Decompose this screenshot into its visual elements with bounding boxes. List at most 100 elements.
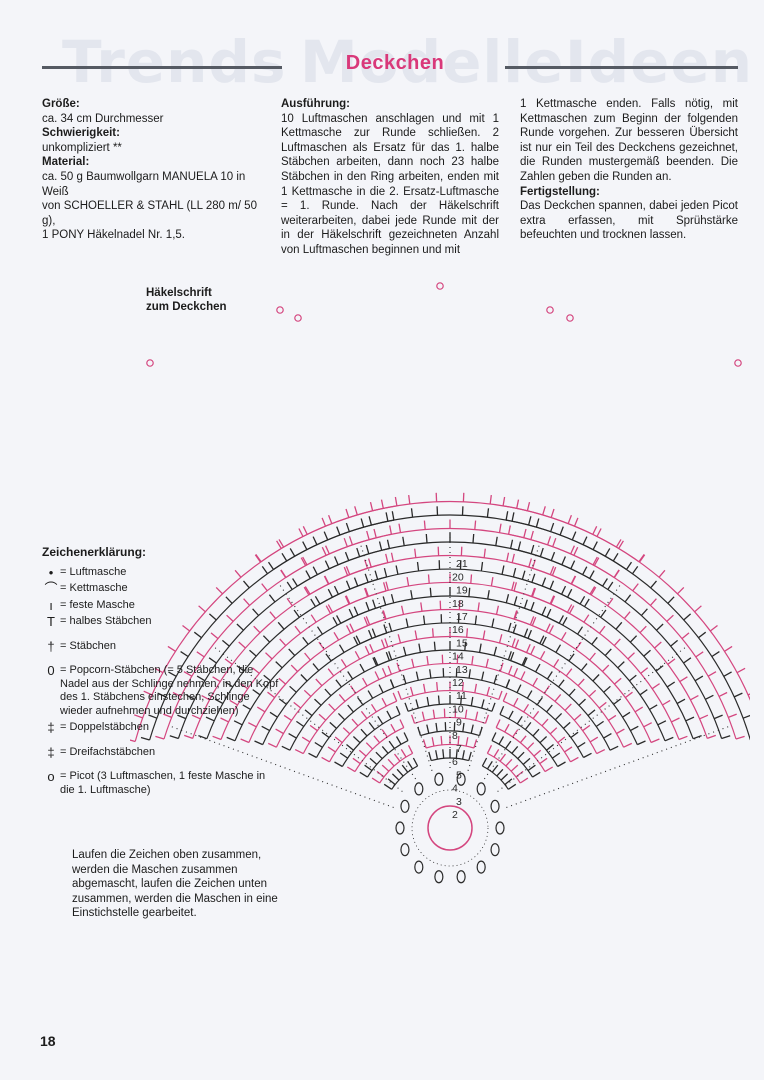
stitch-mark [385, 651, 391, 661]
stitch-mark [571, 575, 577, 585]
stitch-mark [294, 625, 302, 634]
stitch-mark [253, 625, 261, 634]
stitch-mark [649, 704, 658, 711]
stitch-mark [212, 676, 221, 683]
stitch-mark [325, 605, 332, 614]
stitch-mark [692, 734, 702, 740]
stitch-mark [677, 586, 685, 595]
instructions-column: Ausführung: 10 Luftmaschen anschlagen un… [281, 97, 499, 258]
stitch-mark [539, 547, 544, 557]
stitch-mark [523, 628, 529, 638]
stitch-mark [265, 652, 273, 660]
stitch-row [385, 662, 515, 677]
stitch-note: Laufen die Zeichen oben zusammen, werden… [72, 849, 278, 920]
stitch-mark [471, 655, 474, 666]
stitch-mark [747, 693, 750, 696]
stitch-mark [567, 514, 573, 524]
stitch-mark [177, 714, 187, 720]
stitch-mark [502, 496, 506, 506]
stitch-mark [318, 641, 325, 650]
stitch-mark [470, 574, 473, 584]
stitch-mark [541, 577, 547, 587]
stitch-mark [363, 587, 369, 597]
stitch-mark [509, 539, 514, 549]
finishing-heading: Fertigstellung: [520, 185, 600, 198]
stitch-mark [221, 639, 230, 647]
stitch-mark [495, 605, 500, 615]
stitch-mark [523, 528, 527, 538]
stitch-mark [300, 557, 307, 566]
stitch-mark [278, 539, 285, 548]
stitch-mark [655, 665, 664, 672]
legend-item-picot: o = Picot (3 Luftmaschen, 1 feste Masche … [42, 770, 282, 797]
stitch-mark [191, 714, 201, 720]
stitch-mark [303, 689, 312, 697]
stitch-mark [491, 702, 496, 712]
stitch-mark [468, 751, 472, 761]
stitch-mark [364, 587, 370, 597]
stitch-mark [507, 651, 512, 661]
stitch-mark [543, 685, 550, 694]
stitch-mark [509, 651, 515, 661]
stitch-mark [210, 632, 219, 640]
stitch-mark [522, 657, 528, 667]
stitch-mark [510, 764, 519, 772]
material-line: von SCHOELLER & STAHL (LL 280 m/ 50 g), [42, 200, 257, 227]
stitch-mark [348, 608, 354, 618]
stitch-mark [432, 709, 436, 719]
stitch-mark [410, 714, 416, 724]
stitch-mark [345, 522, 350, 532]
stitch-mark [721, 735, 731, 740]
stitch-mark [212, 735, 222, 741]
stitch-mark [521, 570, 526, 580]
stitch-mark [368, 516, 373, 526]
stitch-mark [573, 546, 579, 556]
stitch-row [192, 562, 388, 739]
stitch-mark [650, 580, 657, 589]
stitch-mark [267, 691, 276, 699]
stitch-mark [394, 496, 398, 506]
round-label: 12 [452, 677, 464, 689]
stitch-mark [528, 558, 533, 568]
stitch-mark [513, 582, 518, 592]
stitch-mark [208, 613, 217, 621]
stitch-mark [695, 651, 704, 658]
round-label: 7 [456, 743, 462, 755]
stitch-mark [552, 752, 561, 759]
stitch-mark [390, 552, 394, 562]
stitch-mark [405, 618, 409, 628]
stitch-row [407, 703, 493, 712]
stitch-mark [493, 646, 498, 656]
stitch-mark [711, 651, 720, 658]
stitch-mark [461, 750, 465, 760]
stitch-mark [343, 566, 349, 576]
stitch-mark [365, 601, 370, 611]
stitch-mark [592, 674, 600, 682]
picot-icon: o [47, 769, 55, 784]
stitch-mark [618, 540, 624, 549]
difficulty-heading: Schwierigkeit: [42, 127, 120, 140]
stitch-mark [679, 676, 688, 683]
stitch-mark [334, 761, 343, 768]
stitch-mark [380, 499, 384, 509]
stitch-mark [519, 777, 529, 784]
stitch-mark [358, 749, 367, 757]
legend-item-chain: •= Luftmasche [42, 566, 282, 580]
header-rule-right [505, 66, 738, 69]
picot [566, 314, 574, 322]
stitch-mark [707, 734, 717, 740]
stitch-row [248, 618, 387, 743]
stitch-mark [694, 675, 704, 682]
legend-text: = Picot (3 Luftmaschen, 1 feste Masche i… [60, 770, 266, 796]
stitch-mark [650, 738, 660, 744]
stitch-mark [252, 608, 260, 616]
stitch-mark [334, 556, 339, 566]
stitch-mark [388, 622, 393, 632]
stitch-mark [349, 623, 355, 633]
stitch-mark [468, 587, 471, 597]
stitch-mark [607, 598, 614, 607]
stitch-mark [478, 643, 482, 653]
stitch-row [149, 519, 395, 741]
stitch-mark [224, 681, 234, 688]
stitch-mark [565, 668, 573, 677]
